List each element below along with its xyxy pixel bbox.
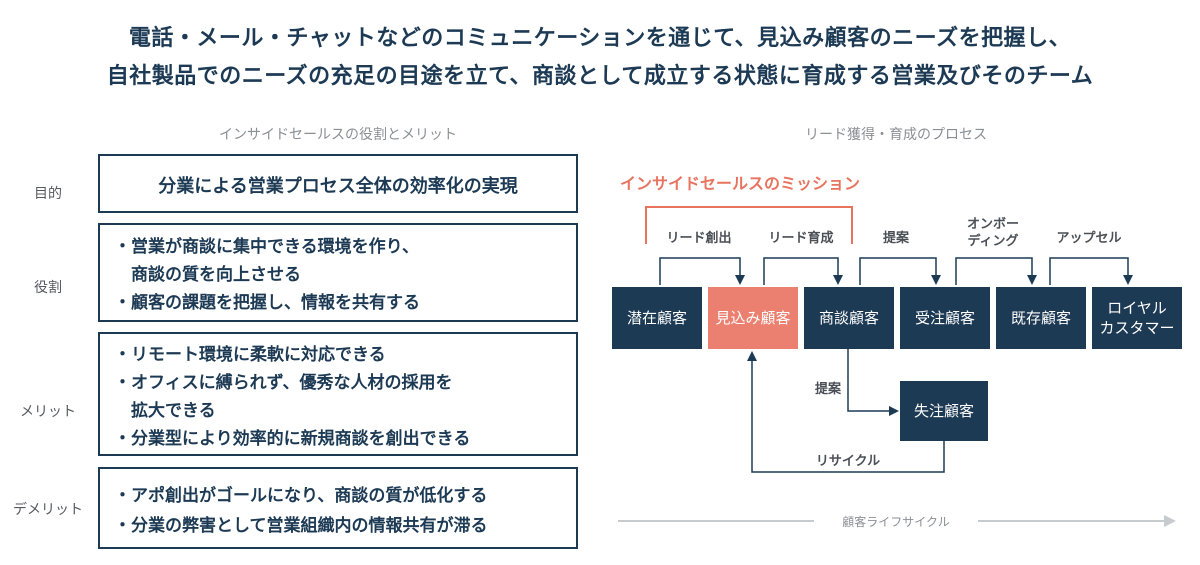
role-line-1: ・営業が商談に集中できる環境を作り、	[114, 237, 419, 257]
lost-arrow-label: 提案	[814, 382, 841, 397]
demerit-line-2: ・分業の弊害として営業組織内の情報共有が滞る	[114, 516, 488, 536]
mission-bracket	[645, 206, 853, 244]
row-label-merit: メリット	[20, 404, 76, 420]
stage-won-customer: 受注顧客	[900, 287, 990, 349]
arrow-onboarding	[955, 257, 1037, 285]
row-label-purpose: 目的	[34, 186, 62, 202]
step-label-lead-nurture: リード育成	[768, 231, 834, 246]
stage-potential-customer: 潜在顧客	[612, 287, 702, 349]
stage-existing-customer: 既存顧客	[996, 287, 1086, 349]
step-label-lead-creation: リード創出	[666, 231, 732, 246]
demerit-line-1: ・アポ創出がゴールになり、商談の質が低化する	[114, 486, 488, 506]
merit-line-1: ・リモート環境に柔軟に対応できる	[114, 345, 386, 365]
recycle-label: リサイクル	[815, 454, 881, 469]
headline-line-2: 自社製品でのニーズの充足の目途を立て、商談として成立する状態に育成する営業及びそ…	[106, 64, 1094, 89]
step-label-onboarding: オンボー ディング	[966, 217, 1019, 249]
merit-box: ・リモート環境に柔軟に対応できる ・オフィスに縛られず、優秀な人材の採用を 拡大…	[98, 332, 578, 456]
role-box: ・営業が商談に集中できる環境を作り、 商談の質を向上させる ・顧客の課題を把握し…	[98, 223, 578, 322]
arrow-upsell	[1049, 257, 1133, 285]
stage-loyal-customer: ロイヤル カスタマー	[1092, 287, 1182, 349]
purpose-text: 分業による営業プロセス全体の効率化の実現	[158, 176, 518, 197]
mission-label: インサイドセールスのミッション	[620, 174, 861, 193]
step-label-proposal: 提案	[882, 231, 909, 246]
row-label-role: 役割	[34, 280, 62, 296]
stage-prospect-customer: 見込み顧客	[708, 287, 798, 349]
right-section-title: リード獲得・育成のプロセス	[805, 127, 987, 143]
demerit-box: ・アポ創出がゴールになり、商談の質が低化する ・分業の弊害として営業組織内の情報…	[98, 467, 578, 549]
purpose-box: 分業による営業プロセス全体の効率化の実現	[98, 154, 578, 213]
arrow-to-lost	[847, 349, 899, 416]
merit-line-2: ・オフィスに縛られず、優秀な人材の採用を	[114, 373, 453, 393]
stage-deal-customer: 商談顧客	[804, 287, 894, 349]
arrow-lead-creation	[659, 257, 745, 285]
left-section-title: インサイドセールスの役割とメリット	[219, 127, 457, 143]
lifecycle-axis-label: 顧客ライフサイクル	[842, 515, 950, 529]
stage-lost-customer: 失注顧客	[900, 381, 988, 441]
headline-line-1: 電話・メール・チャットなどのコミュニケーションを通じて、見込み顧客のニーズを把握…	[128, 26, 1072, 51]
role-line-3: ・顧客の課題を把握し、情報を共有する	[114, 293, 420, 313]
row-label-demerit: デメリット	[13, 502, 83, 518]
arrow-recycle	[747, 351, 945, 473]
arrow-lead-nurture	[763, 257, 843, 285]
step-label-upsell: アップセル	[1056, 231, 1122, 246]
arrow-proposal	[859, 257, 941, 285]
merit-line-4: ・分業型により効率的に新規商談を創出できる	[114, 429, 471, 449]
merit-line-3: 拡大できる	[114, 401, 216, 421]
role-line-2: 商談の質を向上させる	[114, 265, 301, 285]
